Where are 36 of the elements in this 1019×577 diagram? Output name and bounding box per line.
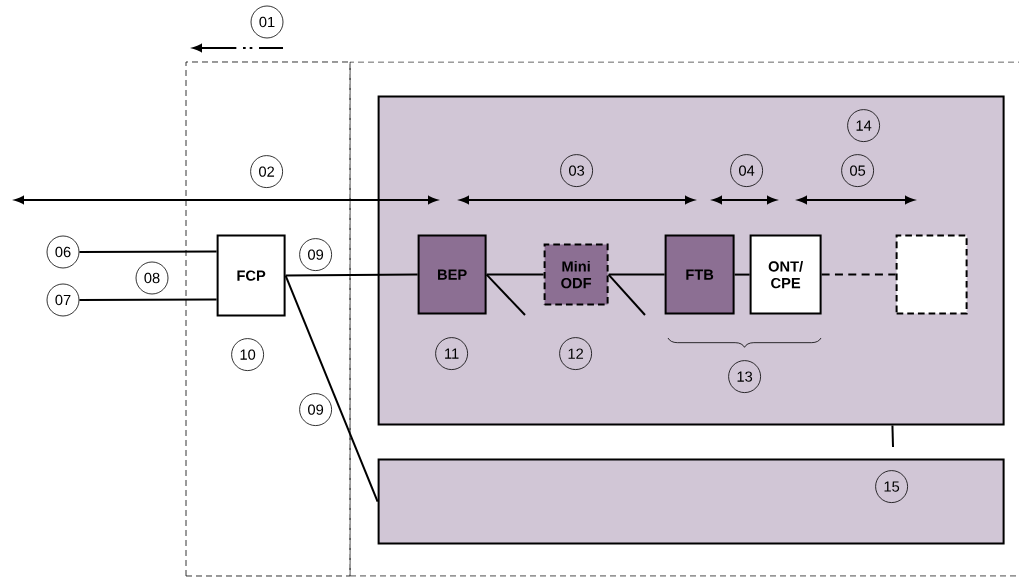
callout-number: 13 [728,360,761,393]
connector-line [820,273,897,276]
process-box: BEP [417,234,487,315]
zone-outline [185,61,351,577]
empty-box [895,234,968,315]
connector-line [607,273,666,276]
process-box: Mini ODF [543,243,609,306]
connector-line [78,250,218,253]
callout-number: 05 [841,154,874,187]
process-box: ONT/ CPE [749,234,822,315]
zone-outline [349,61,1019,577]
callout-number: 11 [435,337,468,370]
connector-line [733,273,751,276]
callout-number: 01 [250,5,284,39]
connector-line [607,273,646,316]
callout-number: 03 [560,154,593,187]
callout-number: 08 [135,261,169,295]
process-box: FCP [216,234,286,317]
callout-number: 15 [875,470,908,503]
callout-number: 02 [250,155,283,188]
callout-number: 09 [299,393,332,426]
connector-line [485,273,526,316]
connector-line [284,273,419,277]
callout-number: 10 [231,338,264,371]
connector-line [78,298,218,301]
callout-number: 12 [559,337,592,370]
callout-number: 07 [46,283,80,317]
callout-number: 04 [730,154,763,187]
connector-line [891,424,894,448]
panel [377,458,1005,545]
connector-line [284,274,379,503]
callout-number: 09 [299,238,332,271]
callout-number: 06 [46,235,80,269]
process-box: FTB [664,234,735,315]
callout-number: 14 [847,109,880,142]
connector-line [485,273,545,276]
